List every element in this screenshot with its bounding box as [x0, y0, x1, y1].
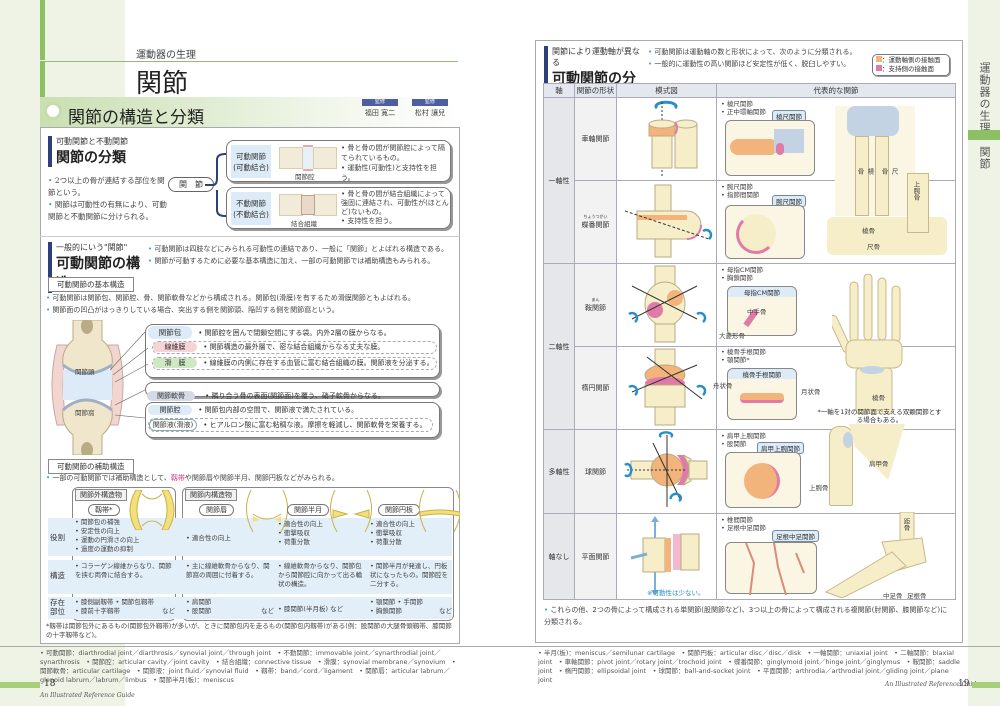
classification-bullets: • 2つ以上の骨が連結する部位を関節という。 • 関節は可動性の有無により、可動… — [48, 176, 167, 221]
part-capsule: 関節包 • 関節腔を囲んで閉鎖空間にする袋。内外2層の膜からなる。 — [148, 326, 391, 339]
right-margin — [968, 0, 1000, 706]
saddle-inset: 母指CM関節 — [727, 286, 797, 336]
ellipsoid-inset: 橈骨手根関節 — [727, 368, 797, 420]
joint-root-label: 関 節 — [168, 177, 214, 192]
page-tab-left — [0, 682, 40, 688]
ellipsoid-joint-diagram — [628, 348, 707, 426]
legend: ：運動軸側の接触面 ：支持側の接触面 — [872, 54, 950, 76]
aux-intro: • 一部の可動関節では補助構造として、靱帯や関節唇や関節半月、関節円板などがみら… — [46, 474, 339, 482]
role-row — [48, 518, 452, 556]
left-page: 運動器の生理 関節 関節の構造と分類 監修 福田 寛二 監修 松村 讓兒 可動関… — [0, 0, 500, 706]
header-rule — [45, 61, 458, 62]
hinge-joint-diagram — [624, 184, 713, 258]
immovable-joint-box: 不動関節 (不動結合) 結合組織 • 骨と骨の間が結合組織によって強固に連結され… — [226, 187, 451, 229]
part-cartilage: 関節軟骨 • 隣り合う骨の表面(関節面)を覆う、硝子軟骨からなる。 — [145, 382, 440, 401]
footnote: *靱帯は関節包外にあるもの(関節包外靱帯)が多いが、ときに関節包内を走るもの(関… — [46, 622, 452, 639]
inner-group-label: 関節内構造物 — [185, 489, 237, 501]
guide-right: An Illustrated Reference Guide — [885, 681, 980, 688]
side-tab-category: 運動器の生理 — [978, 62, 991, 134]
page-number-right: 19 — [958, 679, 970, 689]
immovable-joint-diagram — [279, 192, 337, 218]
labrum-label: 関節唇 — [199, 504, 234, 516]
ligament-illustration — [129, 490, 175, 530]
plane-examples: • 椎間関節• 足根中足関節 足根中足関節 距骨 中足骨 足根骨 — [716, 512, 956, 600]
cavity-box: 関節腔 • 関節包内部の空間で、関節液で満たされている。 関節液(滑液) • ヒ… — [145, 402, 440, 438]
pivot-examples: • 橈尺関節• 正中環軸関節 橈尺関節 橈骨 尺骨 — [716, 97, 956, 216]
page-tab-right — [972, 682, 1000, 688]
movable-joint-box: 可動関節 (可動結合) 関節腔 • 骨と骨の間が関節腔によって隔てられているもの… — [226, 140, 451, 182]
joint-classification-table: 軸 関節の形状 模式図 代表的な関節 一軸性 車軸関節 • 橈尺関節• 正中環軸… — [543, 83, 956, 600]
ball-examples: • 肩甲上腕関節• 股関節 肩甲上腕関節 肩甲骨 上腕骨 — [716, 424, 956, 514]
aux-structure-header: 可動関節の補助構造 — [48, 459, 134, 474]
movable-joint-diagram — [279, 145, 337, 171]
author-2: 監修 松村 讓兒 — [412, 99, 448, 118]
basic-structure-bullets: • 可動関節は関節包、関節腔、骨、関節軟骨などから構成される。関節包(滑膜)を有… — [46, 294, 415, 314]
synovial-joint-diagram — [51, 320, 124, 455]
part-synovial: 滑 膜 • 線維膜の内側に存在する血管に富む結合組織の膜。関節液を分泌する。 — [152, 357, 437, 370]
meniscus-illustration — [330, 490, 372, 532]
foot-skeleton-illustration — [824, 512, 927, 598]
tree-bracket — [205, 153, 230, 217]
right-page: 運動器の生理 関節 関節により運動軸が異なる 可動関節の分類 • 可動関節は運動… — [500, 0, 1000, 706]
plane-joint-diagram — [630, 515, 700, 596]
right-intro: • 可動関節は運動軸の数と形状によって、次のように分類される。 • 一般的に運動… — [648, 48, 857, 68]
pivot-joint-diagram — [648, 100, 698, 176]
page-number-left: 18 — [44, 679, 56, 689]
leader-lines — [110, 331, 149, 419]
classification-heading: 可動関節と不動関節 関節の分類 • 2つ以上の骨が連結する部位を関節という。 •… — [48, 136, 167, 221]
section-title: 関節の構造と分類 — [68, 108, 204, 128]
meniscus-label: 関節半月 — [287, 504, 329, 516]
guide-left: An Illustrated Reference Guide — [40, 692, 135, 699]
disc-illustration — [419, 490, 460, 532]
section-bullet-icon — [44, 102, 62, 120]
location-row — [48, 597, 452, 619]
category-label: 運動器の生理 — [136, 50, 196, 61]
side-tab-topic: 関節 — [978, 146, 991, 170]
part-fibrous: 線維膜 • 関節構造の最外層で、密な結合組織からなる丈夫な膜。 — [152, 341, 437, 354]
hand-skeleton-illustration — [832, 274, 903, 414]
closing-text: • これらの他、2つの骨によって構成される単関節(股関節など)、3つ以上の骨によ… — [544, 606, 948, 626]
saddle-ellipsoid-examples: • 母指CM関節• 胸鎖関節 母指CM関節 中手骨 大菱形骨 • 橈骨手根関節•… — [713, 263, 956, 430]
page-title: 関節 — [136, 69, 189, 99]
saddle-joint-diagram — [628, 265, 707, 343]
ball-joint-diagram — [624, 430, 708, 507]
part-fluid: 関節液(滑液) • ヒアルロン酸に富む粘稠な液。摩擦を軽減し、関節軟骨を栄養する… — [148, 418, 433, 432]
glossary-right: • 半月(板)：meniscus／semilunar cartilage • 関… — [538, 649, 960, 684]
ligament-label: 靱帯* — [88, 504, 120, 516]
glossary-left: • 可動関節：diarthrodial joint／diarthrosis／sy… — [40, 649, 456, 684]
side-tab-marker — [968, 130, 1000, 140]
author-1: 監修 福田 寛二 — [362, 99, 398, 118]
outer-group-label: 関節外構造物 — [75, 489, 127, 501]
structure-row — [48, 560, 452, 594]
disc-label: 関節円板 — [378, 504, 420, 516]
basic-structure-header: 可動関節の基本構造 — [48, 277, 134, 292]
ellipsoid-note: *一軸を1対の関節面で支える双顆関節とする場合もある。 — [817, 408, 942, 424]
hinge-examples: • 腕尺関節• 指節間関節 腕尺関節 橈骨 尺骨 上腕骨 — [716, 173, 956, 264]
structure-intro: • 可動関節は四肢などにみられる可動性の連結であり、一般に「関節」とよばれる構造… — [148, 245, 448, 265]
